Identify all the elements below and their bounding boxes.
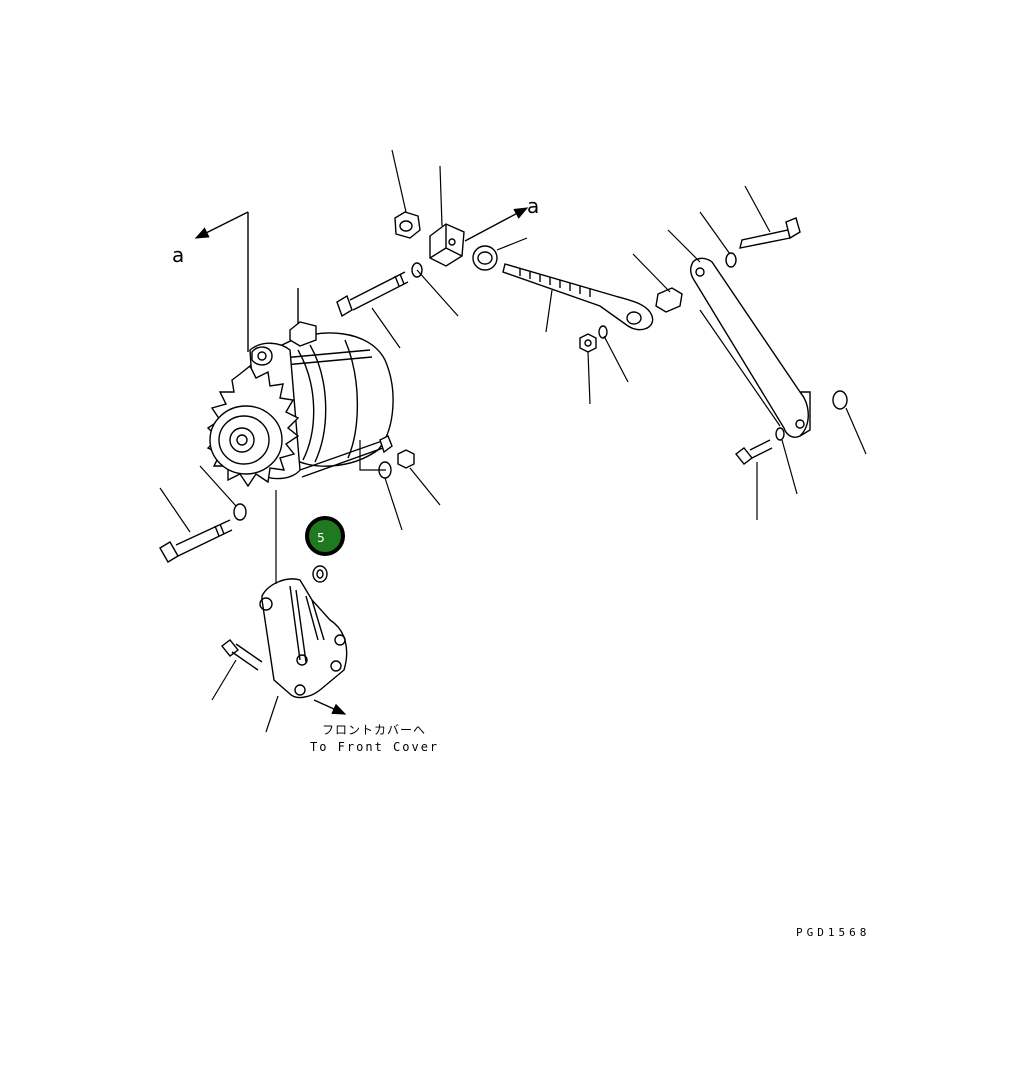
alternator bbox=[206, 288, 394, 488]
washer-lower-mid bbox=[359, 440, 403, 531]
adjusting-rod bbox=[502, 263, 654, 333]
adjusting-block bbox=[429, 165, 465, 267]
callout-number: 5 bbox=[317, 531, 325, 545]
bolt-plate-upper bbox=[739, 185, 801, 249]
washer-upper bbox=[411, 262, 459, 317]
nut-lower-mid bbox=[397, 449, 441, 506]
drawing-code: PGD1568 bbox=[796, 926, 870, 939]
washer-long-bolt bbox=[199, 465, 247, 521]
nut-top bbox=[391, 149, 421, 239]
washer-5 bbox=[312, 565, 328, 583]
front-cover-label-jp: フロントカバーへ bbox=[322, 723, 426, 737]
washer-plate-upper bbox=[699, 211, 737, 268]
bolt-bracket bbox=[211, 639, 263, 701]
bolt-plate-lower bbox=[735, 439, 773, 520]
alternator-bracket bbox=[259, 490, 348, 733]
bolt-long-lower bbox=[159, 487, 233, 563]
view-arrow-left-label: a bbox=[172, 243, 184, 267]
front-cover-label-en: To Front Cover bbox=[310, 740, 439, 754]
washer-rod bbox=[598, 325, 629, 383]
spacer-top bbox=[472, 237, 528, 271]
bolt-alternator-upper bbox=[336, 271, 409, 349]
view-arrow-right-label: a bbox=[527, 194, 539, 218]
washer-plate-lower bbox=[775, 427, 798, 495]
support-plate bbox=[667, 229, 811, 438]
front-cover-arrow bbox=[313, 699, 347, 715]
view-arrow-right: a bbox=[464, 194, 539, 242]
callout-badge-5[interactable]: 5 bbox=[305, 516, 345, 556]
view-arrow-left: a bbox=[172, 211, 249, 352]
bushing bbox=[632, 253, 683, 313]
nut-rod bbox=[579, 333, 597, 405]
washer-plate-right bbox=[832, 390, 867, 455]
